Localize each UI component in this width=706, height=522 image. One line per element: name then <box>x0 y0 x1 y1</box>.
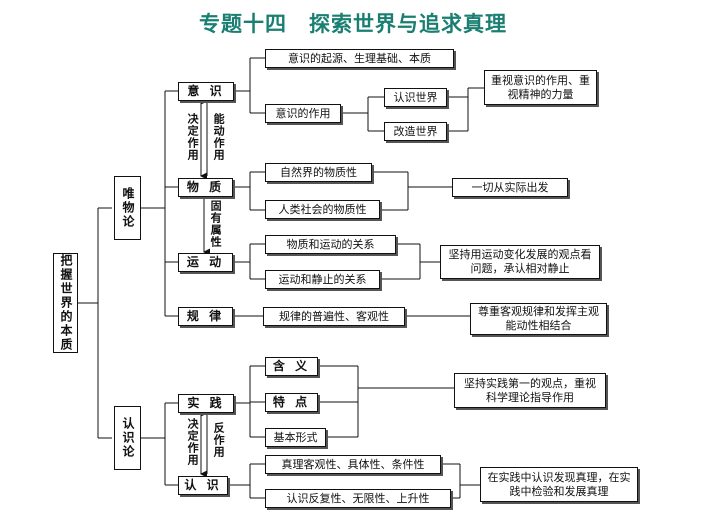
practice-note: 坚持实践第一的观点，重视科学理论指导作用 <box>454 373 606 408</box>
label-decisive-2: 决定作用 <box>186 418 200 466</box>
change-world: 改造世界 <box>384 122 447 141</box>
law-item: 规律的普遍性、客观性 <box>263 307 405 326</box>
label-reaction: 反作用 <box>212 422 226 458</box>
knowledge-truth: 真理客观性、具体性、条件性 <box>265 455 441 474</box>
knowledge-repeat: 认识反复性、无限性、上升性 <box>265 489 451 508</box>
knowledge-box: 认 识 <box>178 476 228 495</box>
motion-box: 运 动 <box>178 253 233 272</box>
consciousness-box: 意 识 <box>178 82 234 101</box>
label-decisive-1: 决定作用 <box>186 113 200 161</box>
motion-note: 坚持用运动变化发展的观点看问题，承认相对静止 <box>440 245 600 279</box>
consciousness-note: 重视意识的作用、重视精神的力量 <box>484 70 597 105</box>
matter-box: 物 质 <box>178 178 233 197</box>
page-title: 专题十四 探索世界与追求真理 <box>199 12 507 36</box>
law-note: 尊重客观规律和发挥主观能动性相结合 <box>470 303 607 335</box>
label-inherent: 固有属性 <box>209 200 223 248</box>
epistemology-box: 认识论 <box>114 406 141 470</box>
practice-meaning: 含 义 <box>265 357 318 376</box>
materialism-box: 唯物论 <box>114 176 141 240</box>
matter-society: 人类社会的物质性 <box>265 200 380 219</box>
know-world: 认识世界 <box>384 88 447 107</box>
knowledge-note: 在实践中认识发现真理，在实践中检验和发展真理 <box>480 467 638 502</box>
practice-box: 实 践 <box>178 394 234 413</box>
law-box: 规 律 <box>178 307 233 326</box>
practice-forms: 基本形式 <box>265 428 326 447</box>
motion-rel2: 运动和静止的关系 <box>265 270 380 289</box>
motion-rel1: 物质和运动的关系 <box>265 235 396 254</box>
practice-feature: 特 点 <box>265 393 318 412</box>
matter-note: 一切从实际出发 <box>452 178 568 197</box>
consciousness-role: 意识的作用 <box>265 104 341 123</box>
consciousness-origin: 意识的起源、生理基础、本质 <box>265 49 454 68</box>
matter-nature: 自然界的物质性 <box>265 163 372 182</box>
label-active-1: 能动作用 <box>212 113 226 161</box>
root-box: 把握世界的本质 <box>53 253 78 353</box>
